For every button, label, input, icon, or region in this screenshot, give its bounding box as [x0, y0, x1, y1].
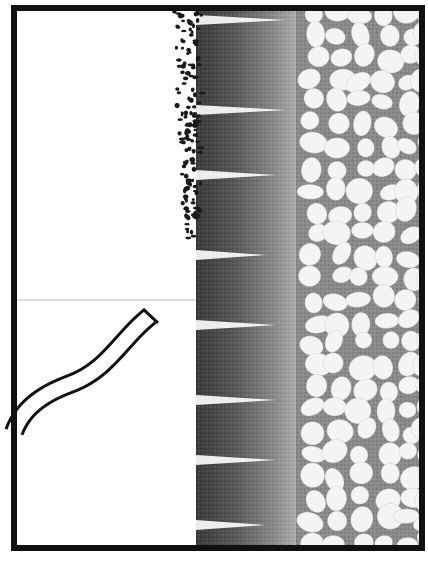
particle: [189, 33, 194, 37]
particle: [189, 98, 194, 103]
pebble: [357, 138, 374, 157]
pebble: [298, 266, 321, 287]
particle: [189, 111, 192, 115]
particle: [192, 167, 197, 172]
particle: [185, 123, 190, 127]
particle: [197, 102, 202, 105]
particle: [192, 198, 195, 201]
particle: [186, 106, 191, 109]
particle: [192, 105, 196, 108]
particle: [188, 183, 192, 187]
particle: [195, 11, 200, 16]
particle: [197, 151, 203, 154]
pebble: [348, 9, 372, 24]
particle: [196, 114, 199, 119]
particle: [197, 27, 200, 30]
particle: [194, 216, 199, 220]
particle: [183, 61, 187, 65]
particle: [199, 92, 205, 95]
particle: [193, 207, 199, 210]
particle: [196, 55, 200, 60]
particle: [189, 157, 195, 162]
particle: [192, 149, 196, 153]
particle: [181, 30, 186, 33]
particle: [175, 87, 179, 90]
particle: [196, 18, 199, 23]
particle: [175, 46, 178, 50]
particle: [195, 140, 199, 143]
particle: [184, 186, 190, 191]
particle: [184, 112, 187, 116]
particle: [189, 28, 192, 32]
particle: [177, 65, 182, 68]
particle: [178, 131, 182, 135]
particle: [175, 103, 180, 108]
particle: [180, 71, 184, 75]
particle: [199, 181, 202, 186]
particle: [180, 38, 183, 42]
particle: [194, 129, 197, 131]
pebble: [372, 266, 398, 286]
particle: [193, 190, 198, 192]
particle: [186, 130, 192, 134]
particle: [200, 14, 203, 17]
particle: [193, 92, 197, 97]
particle: [184, 223, 189, 225]
particle: [181, 47, 184, 50]
particle: [179, 141, 185, 144]
particle: [177, 91, 181, 94]
particle: [181, 201, 185, 205]
open-area: [14, 8, 198, 548]
particle: [180, 173, 184, 176]
particle: [183, 206, 189, 210]
pebble: [323, 398, 346, 416]
particle: [185, 198, 188, 203]
particle: [181, 14, 185, 18]
particle: [176, 58, 182, 61]
particle: [197, 63, 201, 66]
particle: [181, 111, 184, 116]
pebble-bed: [294, 0, 428, 556]
particle: [186, 48, 191, 52]
pebble: [326, 177, 345, 200]
particle: [182, 165, 186, 169]
particle: [192, 23, 195, 28]
particle: [185, 148, 189, 152]
particle: [182, 82, 187, 85]
particle: [193, 133, 198, 137]
particle: [186, 230, 189, 234]
dense-layer: [196, 8, 300, 548]
particle: [175, 25, 179, 27]
particle: [192, 114, 196, 118]
particle: [191, 235, 197, 238]
particle: [191, 201, 196, 204]
particle: [199, 146, 204, 149]
particle: [191, 63, 195, 67]
particle: [192, 75, 197, 79]
pebble: [351, 222, 373, 238]
particle: [179, 138, 185, 141]
particle: [186, 138, 192, 141]
pebble: [357, 160, 374, 176]
particle: [191, 179, 194, 182]
particle: [184, 174, 189, 179]
particle: [186, 215, 190, 220]
particle: [185, 237, 191, 240]
particle: [178, 118, 183, 121]
particle: [193, 185, 198, 189]
particle: [193, 41, 197, 44]
particle: [194, 123, 199, 127]
particle: [181, 20, 185, 23]
particle: [183, 77, 188, 81]
particle: [191, 88, 195, 92]
particle: [183, 161, 188, 164]
particle: [190, 230, 193, 235]
particle: [185, 71, 191, 76]
